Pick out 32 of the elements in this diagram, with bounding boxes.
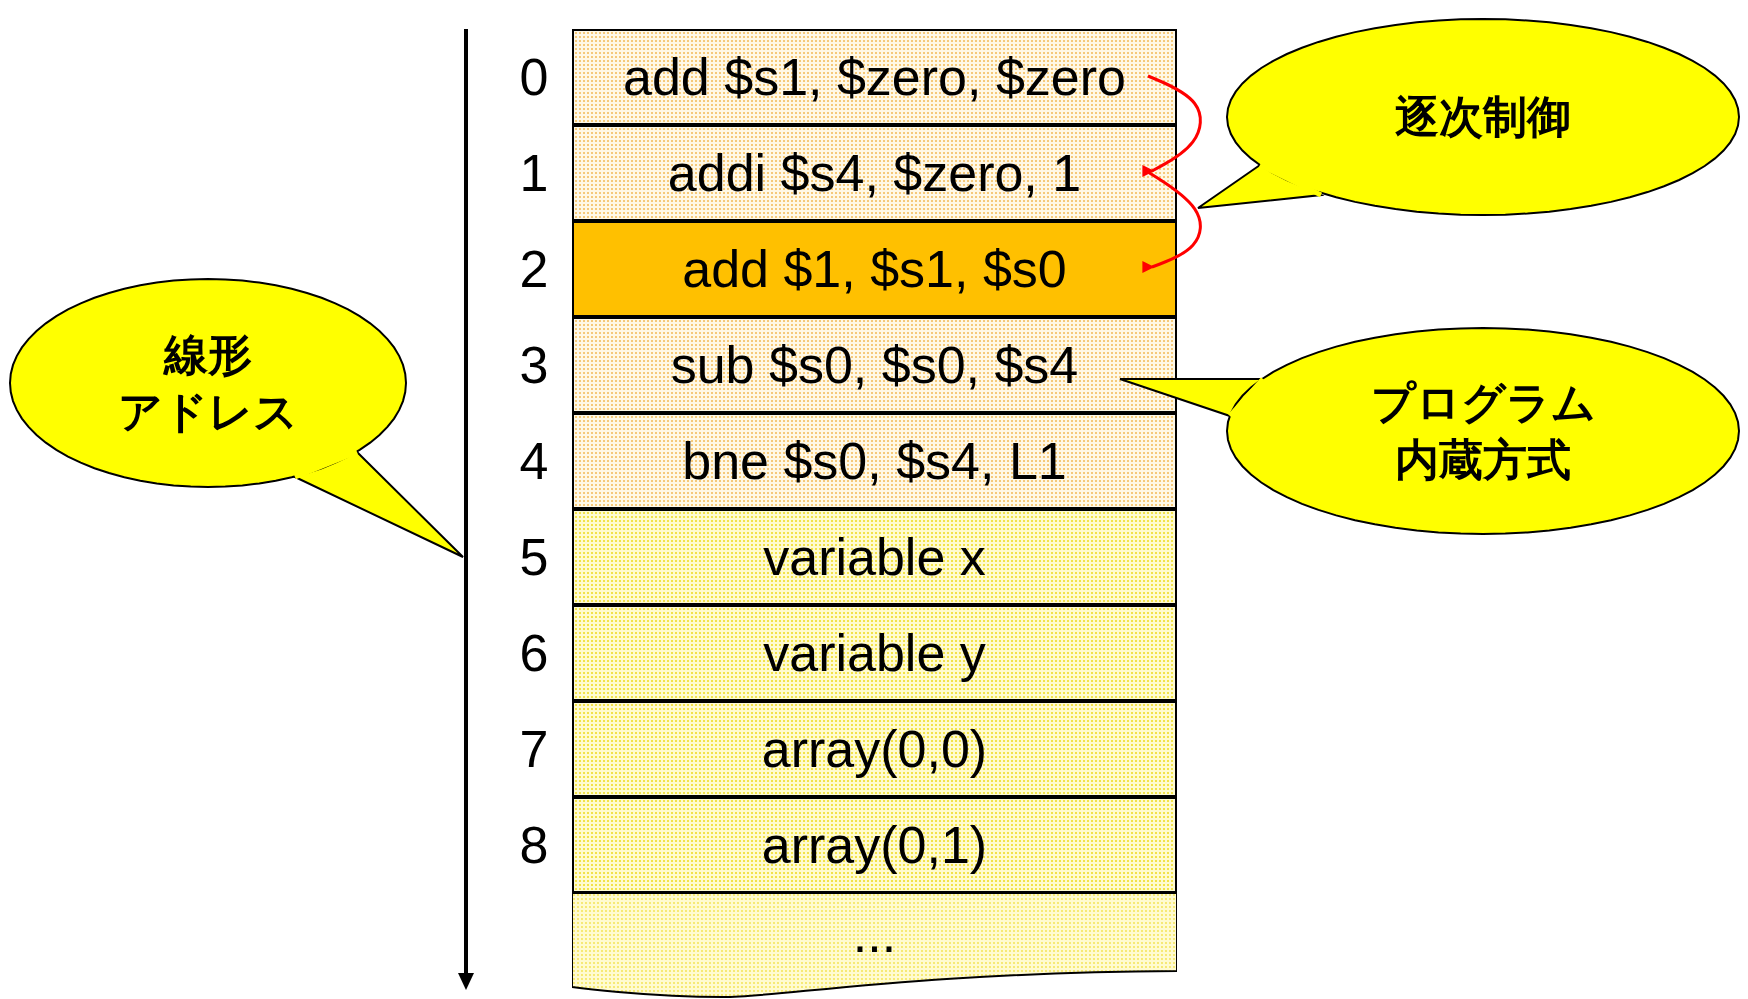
memory-cell bbox=[572, 317, 1177, 413]
instruction-text: bne $s0, $s4, L1 bbox=[682, 431, 1067, 491]
memory-cell bbox=[572, 797, 1177, 893]
address-number: 7 bbox=[518, 723, 550, 775]
address-number: 4 bbox=[518, 435, 550, 487]
instruction-text: add $s1, $zero, $zero bbox=[623, 47, 1126, 107]
address-number: 8 bbox=[518, 819, 550, 871]
address-number: 1 bbox=[518, 147, 550, 199]
memory-cell bbox=[572, 893, 1177, 999]
memory-cell bbox=[572, 125, 1177, 221]
memory-cell bbox=[572, 221, 1177, 317]
callout-text: 線形アドレス bbox=[118, 328, 298, 438]
memory-cell bbox=[572, 701, 1177, 797]
instruction-text: variable x bbox=[763, 527, 986, 587]
instruction-text: variable y bbox=[763, 623, 986, 683]
memory-cell bbox=[572, 605, 1177, 701]
instruction-text: add $1, $s1, $s0 bbox=[682, 239, 1067, 299]
address-number: 6 bbox=[518, 627, 550, 679]
callout-text: 逐次制御 bbox=[1395, 91, 1571, 144]
memory-cell bbox=[572, 509, 1177, 605]
instruction-text: addi $s4, $zero, 1 bbox=[667, 143, 1082, 203]
instruction-text: array(0,1) bbox=[761, 815, 988, 875]
address-number: 0 bbox=[518, 51, 550, 103]
instruction-text: array(0,0) bbox=[761, 719, 988, 779]
address-number: 3 bbox=[518, 339, 550, 391]
memory-cell bbox=[572, 29, 1177, 125]
callout-text: プログラム内蔵方式 bbox=[1370, 376, 1596, 486]
memory-cell bbox=[572, 413, 1177, 509]
address-number: 2 bbox=[518, 243, 550, 295]
address-number: 5 bbox=[518, 531, 550, 583]
instruction-text: ... bbox=[852, 904, 897, 964]
instruction-text: sub $s0, $s0, $s4 bbox=[670, 335, 1079, 395]
